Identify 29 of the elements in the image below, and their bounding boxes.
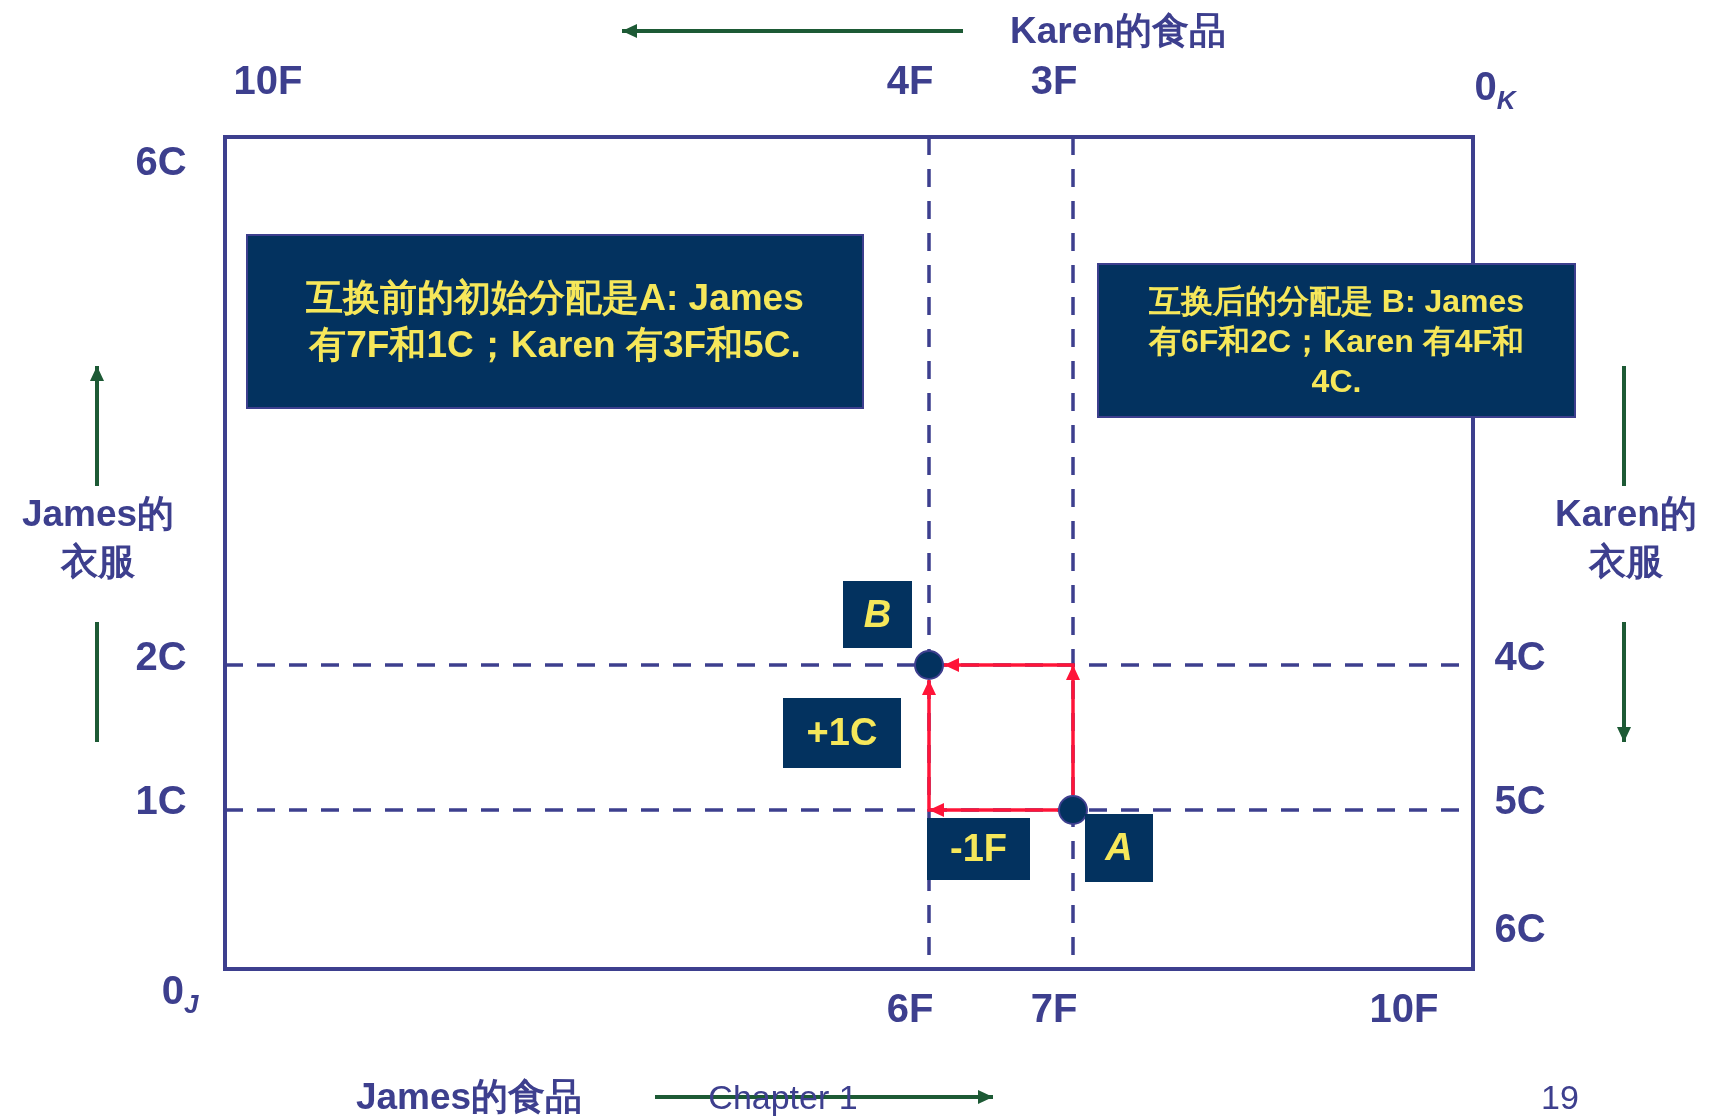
point-tag: +1C: [783, 698, 901, 768]
page-number: 19: [1541, 1076, 1579, 1118]
point-marker: [914, 650, 944, 680]
tick-label: 6C: [1494, 905, 1546, 952]
point-tag: A: [1085, 814, 1153, 882]
info-box: 互换后的分配是 B: James 有6F和2C；Karen 有4F和 4C.: [1097, 263, 1576, 418]
axis-title: Karen的食品: [1010, 8, 1226, 53]
axis-title: James的食品: [355, 1074, 583, 1118]
tick-label: 4F: [886, 57, 934, 104]
tick-label: 3F: [1030, 57, 1078, 104]
tick-label: 10F: [1369, 985, 1439, 1032]
tick-label: 10F: [233, 57, 303, 104]
axis-title: Karen的衣服: [1554, 491, 1698, 584]
point-tag: B: [843, 581, 912, 648]
tick-label: 6C: [135, 138, 187, 185]
tick-label: 0$_{J}$: [161, 967, 199, 1022]
tick-label: 4C: [1494, 633, 1546, 680]
tick-label: 7F: [1030, 985, 1078, 1032]
tick-label: 1C: [135, 777, 187, 824]
tick-label: 0$_{K}$: [1474, 63, 1516, 118]
point-marker: [1058, 795, 1088, 825]
point-tag: -1F: [927, 818, 1030, 880]
tick-label: 6F: [886, 985, 934, 1032]
arrow: [922, 680, 1058, 817]
tick-label: 2C: [135, 633, 187, 680]
axis-title: James的衣服: [20, 491, 176, 584]
info-box: 互换前的初始分配是A: James 有7F和1C；Karen 有3F和5C.: [246, 234, 864, 409]
arrow: [944, 658, 1080, 795]
tick-label: 5C: [1494, 777, 1546, 824]
